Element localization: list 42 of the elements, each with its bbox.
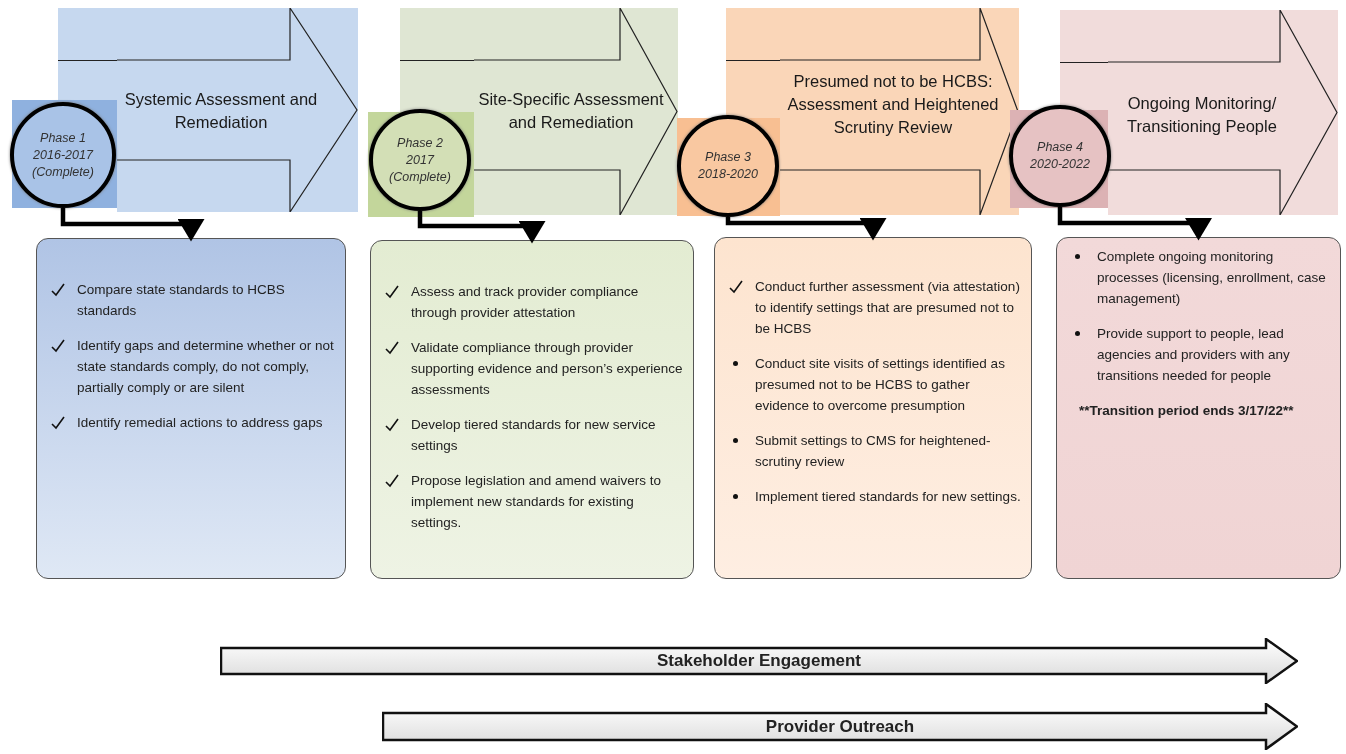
- timeline-arrow: [220, 638, 1298, 684]
- phase-label: Phase 3: [704, 149, 752, 166]
- connector-arrow: [417, 211, 546, 244]
- task-text: Compare state standards to HCBS standards: [77, 282, 285, 318]
- phase-task-card: [1056, 237, 1341, 579]
- connector-arrow: [725, 217, 887, 241]
- phase-label: 2016-2017 (Complete): [31, 146, 95, 181]
- task-text: Assess and track provider compliance through provider attestation: [411, 284, 639, 320]
- task-text: Identify gaps and determine whether or not state standards comply, do not comply, partially comply or are silent: [77, 338, 334, 395]
- phase-title: Presumed not to be HCBS: Assessment and Heightened Scrutiny Review: [786, 71, 1000, 138]
- phase-label: Phase 1: [39, 129, 87, 147]
- task-text: Propose legislation and amend waivers to implement new standards for existing settings.: [411, 473, 661, 530]
- phase-label: Phase 2: [396, 134, 444, 152]
- timeline-label: Provider Outreach: [764, 715, 916, 738]
- task-text: Implement tiered standards for new settings.: [755, 489, 1021, 504]
- phase-label: Phase 4: [1036, 139, 1084, 156]
- phase-task-card: [370, 240, 694, 579]
- phase-arrow-banner: [117, 8, 358, 212]
- task-text: Develop tiered standards for new service settings: [411, 417, 656, 453]
- connector-arrow: [60, 208, 205, 242]
- phase-label: 2017 (Complete): [388, 151, 452, 186]
- timeline-arrow: [382, 703, 1298, 750]
- phase-title: Systemic Assessment and Remediation: [123, 89, 319, 133]
- phase-task-card: [714, 237, 1032, 579]
- task-text: Identify remedial actions to address gaps: [77, 415, 323, 430]
- phase-title: Ongoing Monitoring/ Transitioning People: [1126, 93, 1278, 137]
- phase-task-card: [36, 238, 346, 579]
- phase-arrow-banner: [1108, 10, 1338, 215]
- task-text: Provide support to people, lead agencies and providers with any transitions needed for people: [1097, 326, 1290, 383]
- timeline-label: Stakeholder Engagement: [655, 650, 863, 672]
- phase-label: 2018-2020: [697, 166, 759, 183]
- task-text: Validate compliance through provider supporting evidence and person’s experience assessments: [411, 340, 683, 397]
- phase-arrow-banner: [780, 8, 1019, 215]
- phase-arrow-banner: [474, 8, 678, 215]
- task-text: Complete ongoing monitoring processes (licensing, enrollment, case management): [1097, 249, 1326, 306]
- transition-note: **Transition period ends 3/17/22**: [1079, 402, 1295, 420]
- task-text: Conduct further assessment (via attestation) to identify settings that are presumed not to be HCBS: [755, 279, 1020, 336]
- phase-label: 2020-2022: [1029, 156, 1091, 173]
- phase-title: Site-Specific Assessment and Remediation: [477, 89, 665, 133]
- task-text: Conduct site visits of settings identified as presumed not to be HCBS to gather evidence to overcome presumption: [755, 356, 1005, 413]
- task-text: Submit settings to CMS for heightened-scrutiny review: [755, 433, 991, 469]
- connector-arrow: [1057, 207, 1212, 241]
